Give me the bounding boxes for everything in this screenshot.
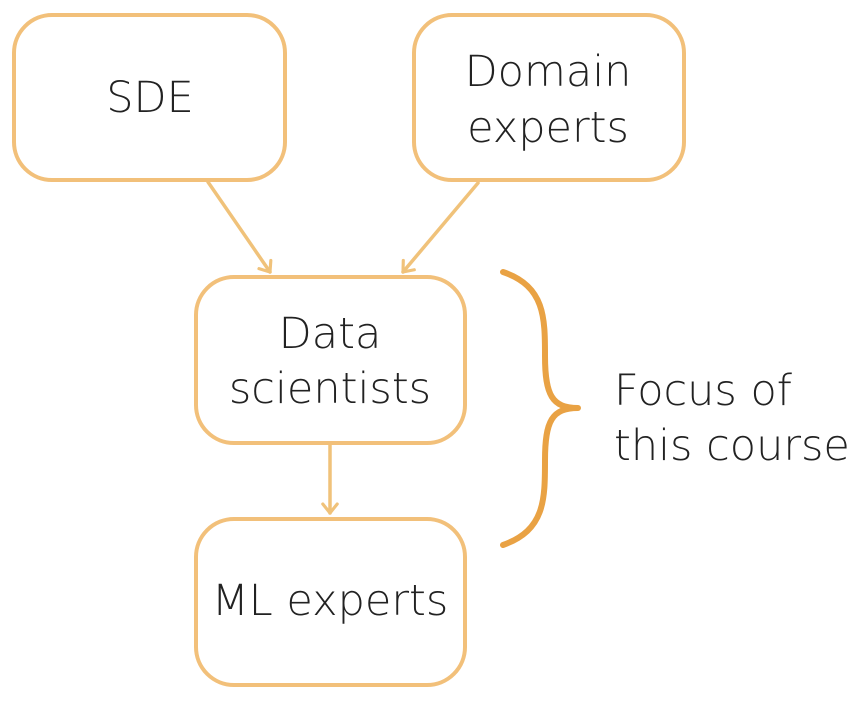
- arrow-domain-experts-to-data-scientists: [401, 181, 480, 274]
- node-ml-experts-label: ML experts: [212, 576, 449, 626]
- node-data-scientists-box: [194, 275, 467, 445]
- node-sde-label: SDE: [106, 73, 194, 123]
- focus-label-line-1: Focus of: [614, 366, 792, 416]
- node-domain-experts: Domain experts: [412, 13, 686, 182]
- node-domain-experts-box: [412, 13, 686, 182]
- node-ml-experts-box: [194, 517, 467, 687]
- arrow-sde-to-data-scientists: [206, 180, 273, 274]
- node-data-scientists: Data scientists: [194, 275, 467, 445]
- node-sde: SDE: [12, 13, 287, 182]
- focus-curly-brace: [500, 269, 581, 548]
- node-data-scientists-label-line-2: scientists: [229, 364, 431, 414]
- focus-label: Focus of this course: [614, 366, 850, 471]
- node-ml-experts: ML experts: [194, 517, 467, 687]
- node-domain-experts-label-line-1: Domain: [465, 47, 632, 97]
- node-sde-box: [12, 13, 287, 182]
- node-domain-experts-label-line-2: experts: [467, 103, 629, 153]
- focus-label-line-2: this course: [614, 421, 850, 471]
- node-data-scientists-label-line-1: Data: [279, 309, 382, 359]
